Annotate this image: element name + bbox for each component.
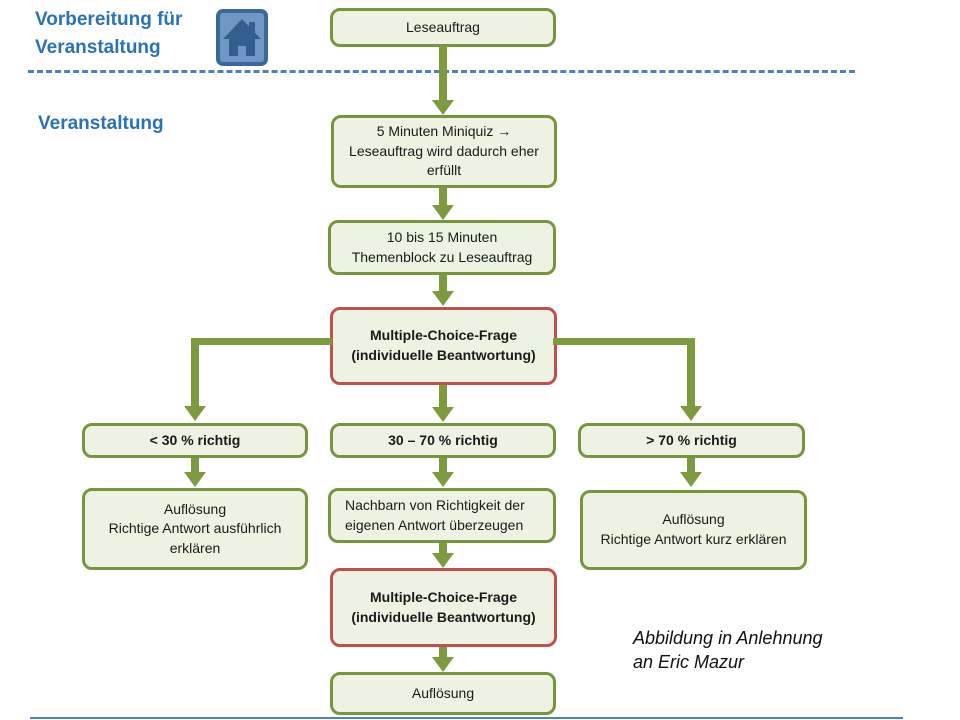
node-lt-30-richtig: < 30 % richtig — [82, 423, 308, 458]
node-mc-question-2: Multiple-Choice-Frage (individuelle Bean… — [330, 568, 557, 647]
event-phase-label: Veranstaltung — [38, 113, 164, 134]
preparation-phase-label: Vorbereitung für Veranstaltung — [35, 9, 183, 58]
node-leseauftrag: Leseauftrag — [330, 8, 556, 47]
home-icon[interactable] — [216, 9, 268, 66]
node-resolution-final: Auflösung — [330, 672, 556, 715]
node-mc-question-1: Multiple-Choice-Frage (individuelle Bean… — [330, 307, 557, 385]
node-resolution-detailed: Auflösung Richtige Antwort ausführlich e… — [82, 488, 308, 570]
attribution-caption: Abbildung in Anlehnung an Eric Mazur — [633, 628, 823, 673]
node-themenblock: 10 bis 15 Minuten Themenblock zu Leseauf… — [328, 220, 556, 275]
node-30-70-richtig: 30 – 70 % richtig — [330, 423, 556, 458]
footer-line — [30, 717, 903, 719]
node-convince-neighbors: Nachbarn von Richtigkeit der eigenen Ant… — [328, 488, 556, 543]
node-gt-70-richtig: > 70 % richtig — [578, 423, 805, 458]
node-resolution-brief: Auflösung Richtige Antwort kurz erklären — [580, 490, 807, 570]
node-miniquiz: 5 Minuten Miniquiz → Leseauftrag wird da… — [331, 115, 557, 188]
